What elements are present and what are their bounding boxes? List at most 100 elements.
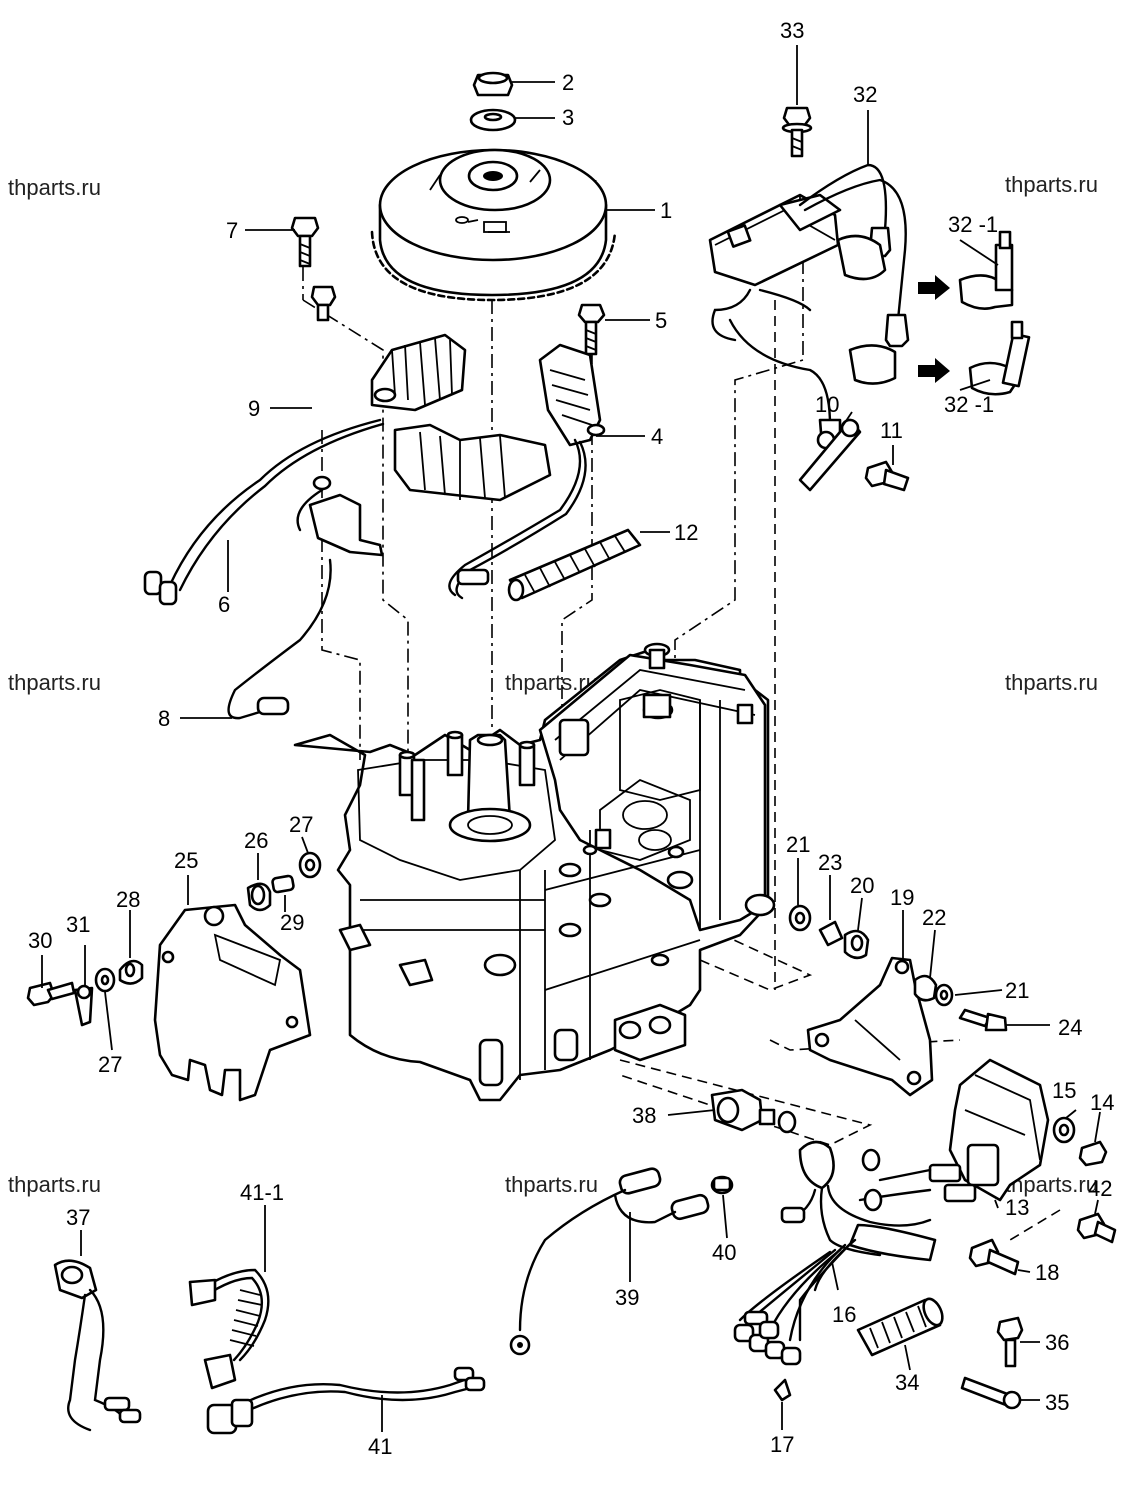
callout-30: 30 [28, 928, 52, 953]
bolt-18 [968, 1238, 1020, 1276]
callout-38: 38 [632, 1103, 656, 1128]
terminal-10 [798, 418, 862, 492]
bulb-40 [710, 1175, 734, 1195]
cable-41 [206, 1366, 486, 1435]
bolt-36 [996, 1316, 1024, 1368]
callout-19: 19 [890, 885, 914, 910]
cable-39 [509, 1167, 710, 1356]
terminal-35 [960, 1376, 1022, 1410]
grommet-20 [843, 929, 870, 960]
callout-36: 36 [1045, 1330, 1069, 1355]
callout-37: 37 [66, 1205, 90, 1230]
callout-33: 33 [780, 18, 804, 43]
callout-21-top: 21 [786, 832, 810, 857]
callout-3: 3 [562, 105, 574, 130]
cdi-unit [928, 1058, 1050, 1203]
callout-23: 23 [818, 850, 842, 875]
collar-29 [271, 874, 295, 894]
flywheel-nut [472, 71, 514, 97]
callout-2: 2 [562, 70, 574, 95]
callout-32: 32 [853, 82, 877, 107]
tube-34 [856, 1297, 944, 1357]
callout-12: 12 [674, 520, 698, 545]
washer-15 [1052, 1116, 1076, 1144]
callout-1: 1 [660, 198, 672, 223]
terminal-cap-17 [773, 1378, 792, 1402]
callout-6: 6 [218, 592, 230, 617]
callout-41: 41 [368, 1434, 392, 1459]
callout-18: 18 [1035, 1260, 1059, 1285]
callout-42: 42 [1088, 1176, 1112, 1201]
bracket-25 [153, 903, 312, 1102]
sleeve [507, 528, 642, 602]
collar-23 [818, 920, 844, 947]
callout-21-bottom: 21 [1005, 978, 1029, 1003]
bolt-5 [577, 303, 606, 356]
callout-11: 11 [880, 418, 903, 443]
grommet-28 [118, 959, 144, 985]
callout-32-1-bottom: 32 -1 [944, 392, 994, 417]
plug-cap-a [918, 230, 1014, 310]
callout-14: 14 [1090, 1090, 1114, 1115]
watermark: thparts.ru [8, 175, 101, 200]
watermark: thparts.ru [1005, 670, 1098, 695]
washer-21b [934, 983, 954, 1007]
callout-13: 13 [1005, 1195, 1029, 1220]
flywheel [370, 148, 617, 302]
callout-24: 24 [1058, 1015, 1082, 1040]
exciter-coil [143, 333, 552, 606]
callout-20: 20 [850, 873, 874, 898]
bolt-24 [958, 1008, 1008, 1032]
callout-25: 25 [174, 848, 198, 873]
engine-block [293, 642, 776, 1102]
bolt-42 [1076, 1212, 1117, 1244]
watermark: thparts.ru [8, 1172, 101, 1197]
callout-35: 35 [1045, 1390, 1069, 1415]
grommet-22 [913, 974, 938, 1002]
bolt-30 [26, 981, 76, 1007]
callout-39: 39 [615, 1285, 639, 1310]
callout-16: 16 [832, 1302, 856, 1327]
callout-17: 17 [770, 1432, 794, 1457]
callout-10: 10 [815, 392, 839, 417]
callout-40: 40 [712, 1240, 736, 1265]
bolt-33 [781, 106, 813, 158]
plug-cap-b [918, 320, 1031, 396]
washer-27a [298, 851, 322, 879]
bolt-11 [864, 460, 910, 492]
callout-29: 29 [280, 910, 304, 935]
callout-34: 34 [895, 1370, 919, 1395]
callout-26: 26 [244, 828, 268, 853]
pulser-coil [448, 343, 606, 600]
sensor-8 [227, 475, 384, 720]
watermark: thparts.ru [505, 1172, 598, 1197]
callout-7: 7 [226, 218, 238, 243]
callout-32-1-top: 32 -1 [948, 212, 998, 237]
callout-27-bottom: 27 [98, 1052, 122, 1077]
bracket-19 [806, 956, 934, 1097]
watermark: thparts.ru [1005, 172, 1098, 197]
callout-27-top: 27 [289, 812, 313, 837]
ignition-coil [708, 163, 910, 450]
washer-27b [94, 967, 116, 993]
switch-38 [710, 1088, 776, 1132]
callout-5: 5 [655, 308, 667, 333]
callout-15: 15 [1052, 1078, 1076, 1103]
washer-21a [788, 904, 812, 932]
lanyard-41-1 [188, 1268, 270, 1390]
bolt-7 [290, 216, 320, 268]
flywheel-washer [469, 108, 517, 132]
callout-8: 8 [158, 706, 170, 731]
callout-22: 22 [922, 905, 946, 930]
switch-37 [53, 1259, 142, 1432]
wire-harness [733, 1110, 937, 1366]
callout-31: 31 [66, 912, 90, 937]
terminal-31 [73, 984, 94, 1027]
grommet-26 [246, 882, 272, 912]
callout-4: 4 [651, 424, 663, 449]
leader-lines [41, 45, 1101, 1432]
bolt-9 [310, 285, 337, 322]
bolt-14 [1078, 1140, 1108, 1167]
watermark: thparts.ru [8, 670, 101, 695]
